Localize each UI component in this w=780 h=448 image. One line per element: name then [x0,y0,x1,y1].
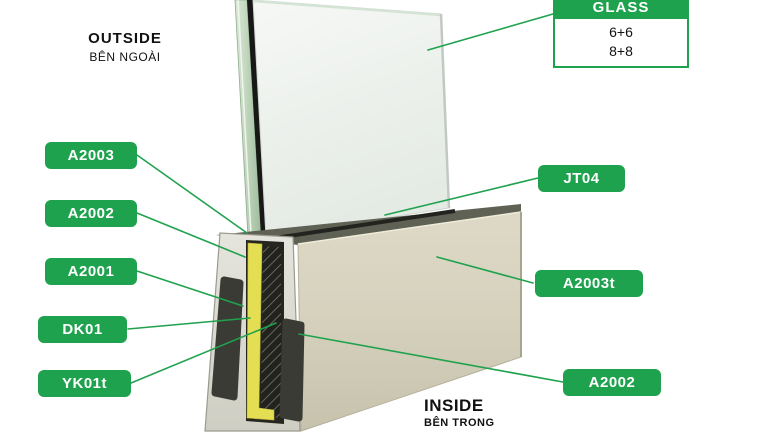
leader-jt04 [384,177,539,216]
inside-title: INSIDE [424,396,484,415]
part-label-a2001: A2001 [45,258,137,285]
base-top-edge-highlight [297,211,522,245]
leader-dk01 [127,317,251,330]
glass-spec-box: GLASS 6+6 8+8 [553,0,689,68]
end-cap-right-slot [279,318,305,422]
leader-yk01t [130,322,277,384]
glass-spec-options: 6+6 8+8 [555,19,687,66]
glass-edge-highlight [237,0,252,235]
part-label-a2002-left: A2002 [45,200,137,227]
outside-subtitle: BÊN NGOÀI [89,50,161,64]
glass-option-6-6: 6+6 [609,24,633,40]
part-label-dk01: DK01 [38,316,127,343]
leader-a2003t [436,256,534,284]
rubber-gasket-hatched [261,246,281,418]
glass-panel [252,0,450,238]
part-label-a2003: A2003 [45,142,137,169]
outside-annotation: OUTSIDE BÊN NGOÀI [60,30,190,64]
part-label-jt04: JT04 [538,165,625,192]
end-cap-left-slot [211,276,244,401]
inside-subtitle: BÊN TRONG [424,417,495,429]
yellow-wedge-gasket [246,242,275,421]
leader-a2002-left [136,212,246,258]
leader-a2001 [136,270,244,307]
part-label-a2003t: A2003t [535,270,643,297]
part-label-a2002-right: A2002 [563,369,661,396]
leader-a2003 [136,154,248,234]
leader-lines [127,13,564,384]
leader-glass-box [427,13,554,51]
glass-option-8-8: 8+8 [609,43,633,59]
top-rubber-seal [261,209,456,242]
outside-title: OUTSIDE [88,30,162,47]
part-label-yk01t: YK01t [38,370,131,397]
leader-a2002-right [298,333,564,383]
glass-top-edge [252,0,442,17]
inside-annotation: INSIDE BÊN TRONG [424,396,495,429]
glass-spec-header: GLASS [555,0,687,19]
glass-interlayer [247,0,266,236]
